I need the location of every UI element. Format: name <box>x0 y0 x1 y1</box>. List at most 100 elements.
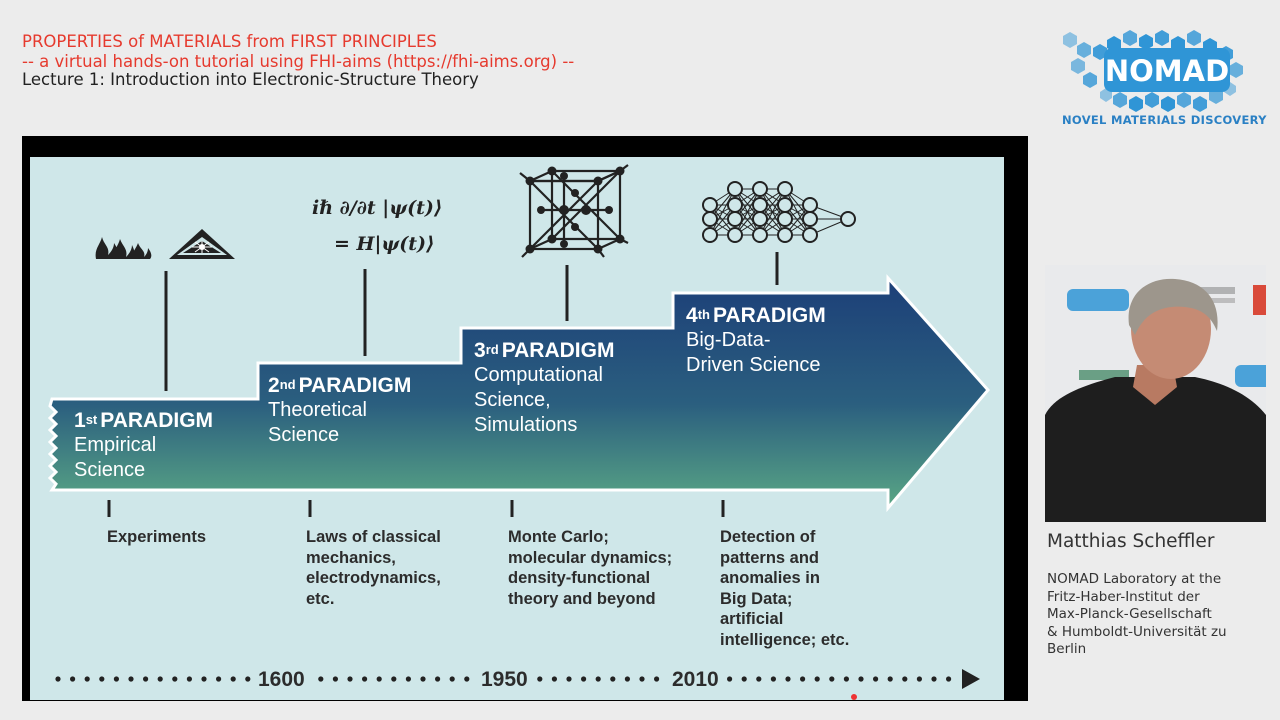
timeline-dot <box>595 676 601 682</box>
network-node <box>840 211 856 227</box>
timeline-dot <box>362 676 368 682</box>
timeline-dot <box>55 676 61 682</box>
timeline-dot <box>99 676 105 682</box>
timeline-dot <box>741 676 747 682</box>
network-node <box>777 227 793 243</box>
backdrop-nomad-logo <box>1067 289 1266 387</box>
timeline-dot <box>435 676 441 682</box>
timeline-dot <box>201 676 207 682</box>
nomad-logo: NOMAD <box>1063 30 1243 112</box>
network-node <box>777 181 793 197</box>
network-node <box>702 227 718 243</box>
network-node <box>777 211 793 227</box>
timeline-dot <box>128 676 134 682</box>
timeline-dot <box>829 676 835 682</box>
timeline-dot <box>449 676 455 682</box>
backdrop-text <box>1195 298 1235 303</box>
lecture-series-title: PROPERTIES of MATERIALS from FIRST PRINC… <box>22 32 437 51</box>
presenter-name: Matthias Scheffler <box>1047 531 1215 552</box>
logo-wordmark: NOMAD <box>1105 54 1229 88</box>
timeline-dot <box>172 676 178 682</box>
timeline-dot <box>245 676 251 682</box>
timeline-dot <box>420 676 426 682</box>
timeline-dot <box>639 676 645 682</box>
network-node <box>802 197 818 213</box>
paradigm-arrow <box>47 274 990 513</box>
backdrop-red-logo <box>1253 285 1266 315</box>
lecture-title: Lecture 1: Introduction into Electronic-… <box>22 70 479 89</box>
network-node <box>752 181 768 197</box>
presenter-affiliation: NOMAD Laboratory at the Fritz-Haber-Inst… <box>1047 571 1227 657</box>
timeline-year-1950: 1950 <box>477 668 532 692</box>
presenter-hair <box>1128 278 1218 335</box>
network-node <box>727 211 743 227</box>
network-node <box>752 211 768 227</box>
timeline-dot <box>902 676 908 682</box>
timeline-dot <box>800 676 806 682</box>
timeline-dot <box>727 676 733 682</box>
network-node <box>702 211 718 227</box>
lecture-series-subtitle: -- a virtual hands-on tutorial using FHI… <box>22 52 575 71</box>
timeline-dot <box>887 676 893 682</box>
fire-icon <box>95 237 152 259</box>
timeline-dot <box>931 676 937 682</box>
timeline-dot <box>770 676 777 682</box>
timeline-dot <box>186 676 192 682</box>
timeline-dot <box>814 676 820 682</box>
logo-caption: NOVEL MATERIALS DISCOVERY <box>1062 113 1267 127</box>
paradigm-4-description: Detection of patterns and anomalies in B… <box>720 528 850 649</box>
timeline-dot <box>654 676 660 682</box>
pointer-dot <box>851 694 857 700</box>
schrodinger-formula-line2: = H|ψ(t)⟩ <box>334 233 435 255</box>
timeline-dot <box>216 676 222 682</box>
timeline-dot <box>113 676 119 682</box>
timeline-dot <box>843 676 850 682</box>
timeline-dot <box>858 676 864 682</box>
timeline-arrowhead <box>962 669 980 689</box>
timeline-dot <box>70 676 76 682</box>
timeline-dot <box>551 676 558 682</box>
lattice-atoms <box>525 166 625 254</box>
network-node <box>752 197 768 213</box>
timeline-dot <box>873 676 879 682</box>
paradigm-3-description: Monte Carlo; molecular dynamics; density… <box>508 528 673 608</box>
timeline-dot <box>537 676 543 682</box>
network-node <box>727 181 743 197</box>
timeline-year-1600: 1600 <box>254 668 309 692</box>
paradigm-2-description: Laws of classical mechanics, electrodyna… <box>306 528 441 608</box>
timeline-dot <box>610 676 616 682</box>
timeline-dot <box>157 676 163 682</box>
timeline-dot <box>84 676 90 682</box>
timeline-dot <box>230 676 236 682</box>
timeline-dot <box>946 676 952 682</box>
timeline-dot <box>464 676 470 682</box>
timeline-dot <box>581 676 587 682</box>
timeline-dot <box>405 676 411 682</box>
neural-network-icon <box>702 181 856 243</box>
schrodinger-formula-line1: iℏ ∂/∂t |ψ(t)⟩ <box>312 197 443 219</box>
timeline-dot <box>624 676 631 682</box>
network-node <box>752 227 768 243</box>
network-node <box>802 227 818 243</box>
timeline-dot <box>756 676 762 682</box>
network-node <box>702 197 718 213</box>
network-node <box>802 211 818 227</box>
timeline-dot <box>143 676 149 682</box>
timeline-dot <box>916 676 923 682</box>
timeline-dot <box>391 676 397 682</box>
timeline-dot <box>785 676 791 682</box>
paradigm-1-description: Experiments <box>107 528 207 546</box>
timeline-dot <box>376 676 382 682</box>
network-node <box>727 197 743 213</box>
presenter-body <box>1045 377 1266 522</box>
timeline-dot <box>347 676 353 682</box>
timeline-year-2010: 2010 <box>668 668 723 692</box>
backdrop-text <box>1079 370 1129 380</box>
timeline-dot <box>566 676 572 682</box>
laser-warning-icon <box>169 229 235 259</box>
